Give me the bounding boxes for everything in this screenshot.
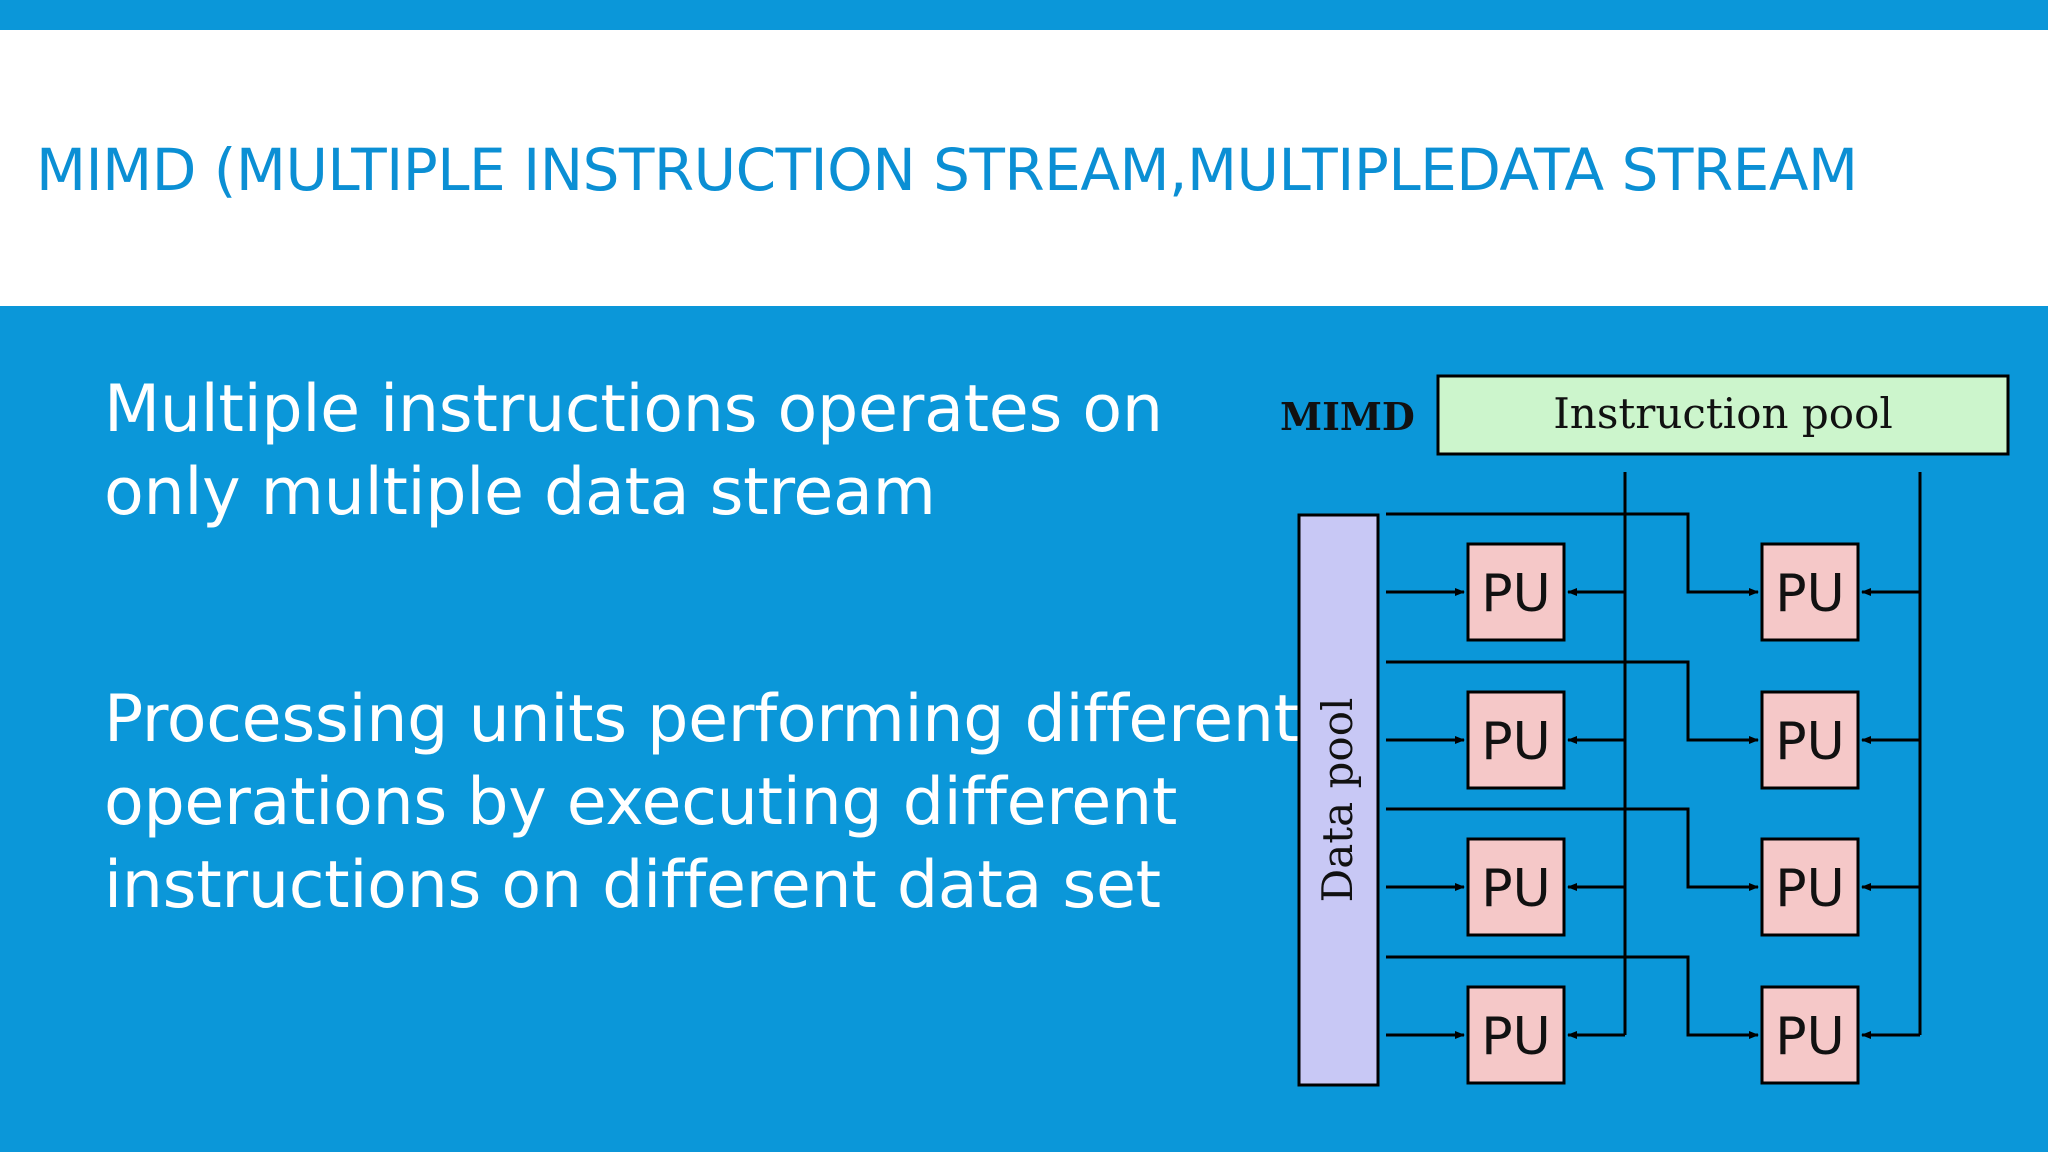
pu-label: PU (1481, 859, 1550, 919)
data-pool-box (1297, 513, 1380, 1087)
pu-rect (1760, 542, 1860, 642)
slide-title: MIMD (MULTIPLE INSTRUCTION STREAM,MULTIP… (36, 136, 1858, 204)
diagram-wires (1386, 472, 1922, 1039)
instruction-pool-label: Instruction pool (1553, 389, 1893, 438)
bullet-text-1: Multiple instructions operates on only m… (104, 372, 1163, 530)
pu-box-r4-c1: PU (1466, 985, 1566, 1085)
instruction-pool-box (1436, 374, 2010, 456)
pu-label: PU (1481, 564, 1550, 624)
pu-rect (1760, 985, 1860, 1085)
pu-label: PU (1775, 712, 1844, 772)
pu-box-r4-c2: PU (1760, 985, 1860, 1085)
pu-rect (1466, 985, 1566, 1085)
pu-box-r2-c1: PU (1466, 690, 1566, 790)
pu-rect (1466, 542, 1566, 642)
data-arrow-col2-row3 (1386, 807, 1759, 891)
pu-label: PU (1775, 1007, 1844, 1067)
pu-box-r3-c1: PU (1466, 837, 1566, 937)
pu-rect (1760, 690, 1860, 790)
title-band (0, 30, 2048, 306)
mimd-label: MIMD (1280, 394, 1415, 439)
pu-label: PU (1775, 564, 1844, 624)
data-pool-label: Data pool (1313, 698, 1362, 903)
pu-rect (1466, 837, 1566, 937)
pu-label: PU (1775, 859, 1844, 919)
data-arrow-col2-row2 (1386, 660, 1759, 744)
pu-box-r1-c2: PU (1760, 542, 1860, 642)
data-arrow-col2-row4 (1386, 955, 1759, 1039)
data-arrow-col2-row1 (1386, 512, 1759, 596)
pu-rect (1760, 837, 1860, 937)
pu-box-r1-c1: PU (1466, 542, 1566, 642)
pu-label: PU (1481, 712, 1550, 772)
bullet-text-2: Processing units performing different op… (104, 682, 1299, 923)
processing-units: PU PU PU PU PU PU PU PU (1466, 542, 1860, 1085)
pu-box-r2-c2: PU (1760, 690, 1860, 790)
pu-box-r3-c2: PU (1760, 837, 1860, 937)
pu-rect (1466, 690, 1566, 790)
pu-label: PU (1481, 1007, 1550, 1067)
